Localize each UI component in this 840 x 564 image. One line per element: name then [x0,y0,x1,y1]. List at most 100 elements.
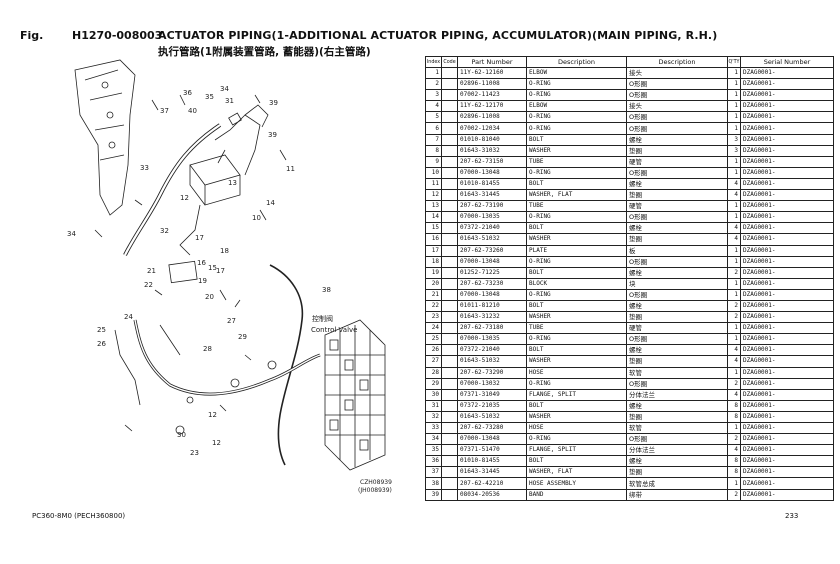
cell-serial: DZAG0001- [740,155,834,168]
cell-index: 30 [425,388,442,401]
cell-description-cn: 板 [626,244,728,257]
cell-code [441,322,458,335]
frame-bracket [74,59,136,216]
callout-18: 18 [220,247,229,255]
cell-description-cn: 垫圈 [626,233,728,246]
cell-serial: DZAG0001- [740,244,834,257]
cell-part-number: 207-62-73190 [457,200,527,213]
parts-diagram: 36 35 34 37 40 31 33 32 34 39 11 39 12 1… [67,59,392,494]
cell-description: WASHER [526,144,627,157]
cell-description-cn: 软管 [626,366,728,379]
callout-19: 19 [198,277,207,285]
cell-qty: 1 [727,89,741,102]
cell-index: 3 [425,89,442,102]
cell-part-number: 207-62-73230 [457,277,527,290]
callout-14: 14 [266,199,275,207]
cell-qty: 1 [727,166,741,179]
callout-29: 29 [238,333,247,341]
cell-code [441,78,458,91]
callout-31: 31 [225,97,234,105]
cell-serial: DZAG0001- [740,78,834,91]
cell-serial: DZAG0001- [740,399,834,412]
cell-serial: DZAG0001- [740,299,834,313]
cell-qty: 1 [727,211,741,224]
cell-code [441,355,458,368]
cell-part-number: 07372-21040 [457,222,527,235]
cell-index: 33 [425,421,442,435]
cell-index: 4 [425,100,442,113]
cell-description: BOLT [526,266,627,279]
cell-description-cn: 绑带 [626,488,728,501]
cell-part-number: 07000-13035 [457,333,527,346]
cell-part-number: 207-62-73290 [457,366,527,379]
cell-part-number: 01010-81455 [457,455,527,468]
table-header-row: Index Code Part Number Description Descr… [425,56,834,68]
cell-serial: DZAG0001- [740,444,834,457]
cell-code [441,410,458,424]
cell-index: 24 [425,322,442,335]
cell-description: O-RING [526,377,627,390]
cell-index: 7 [425,133,442,146]
cell-index: 26 [425,344,442,357]
cell-description-cn: 垫圈 [626,355,728,368]
cell-serial: DZAG0001- [740,122,834,135]
cell-description-cn: 垫圈 [626,189,728,202]
cell-description: BAND [526,488,627,501]
cell-part-number: 01010-81455 [457,177,527,191]
cell-part-number: 07000-13048 [457,255,527,268]
cell-index: 34 [425,433,442,446]
fig-label: Fig. [20,29,44,42]
cell-index: 5 [425,111,442,124]
cell-serial: DZAG0001- [740,111,834,124]
callout-40: 40 [188,107,197,115]
cell-code [441,89,458,102]
cell-qty: 4 [727,233,741,246]
cell-qty: 1 [727,122,741,135]
cell-index: 18 [425,255,442,268]
cell-serial: DZAG0001- [740,322,834,335]
control-valve-label: Control Valve [311,326,357,334]
cell-description: HOSE [526,366,627,379]
cell-description: O-RING [526,433,627,446]
cell-code [441,255,458,268]
cell-description: WASHER [526,410,627,424]
cell-part-number: 07372-21035 [457,399,527,412]
cell-description: BOLT [526,222,627,235]
cell-qty: 1 [727,477,741,490]
fig-code: H1270-008003 [72,29,163,42]
hose-38 [269,264,304,466]
hose-33 [123,123,222,256]
cell-description-cn: O形圈 [626,111,728,124]
cell-index: 31 [425,399,442,412]
callout-38: 38 [322,286,331,294]
cell-description-cn: 螺栓 [626,222,728,235]
cell-index: 27 [425,355,442,368]
col-code: Code [441,56,458,68]
cell-serial: DZAG0001- [740,410,834,424]
cell-index: 25 [425,333,442,346]
cell-description-cn: 垫圈 [626,466,728,479]
cell-qty: 1 [727,288,741,301]
cell-description-cn: 软管 [626,421,728,435]
cell-index: 37 [425,466,442,479]
cell-index: 36 [425,455,442,468]
cell-description-cn: 接头 [626,100,728,113]
cell-description-cn: O形圈 [626,122,728,135]
cell-serial: DZAG0001- [740,211,834,224]
cell-part-number: 01643-51032 [457,233,527,246]
cell-part-number: 01011-81210 [457,299,527,313]
cell-code [441,288,458,301]
